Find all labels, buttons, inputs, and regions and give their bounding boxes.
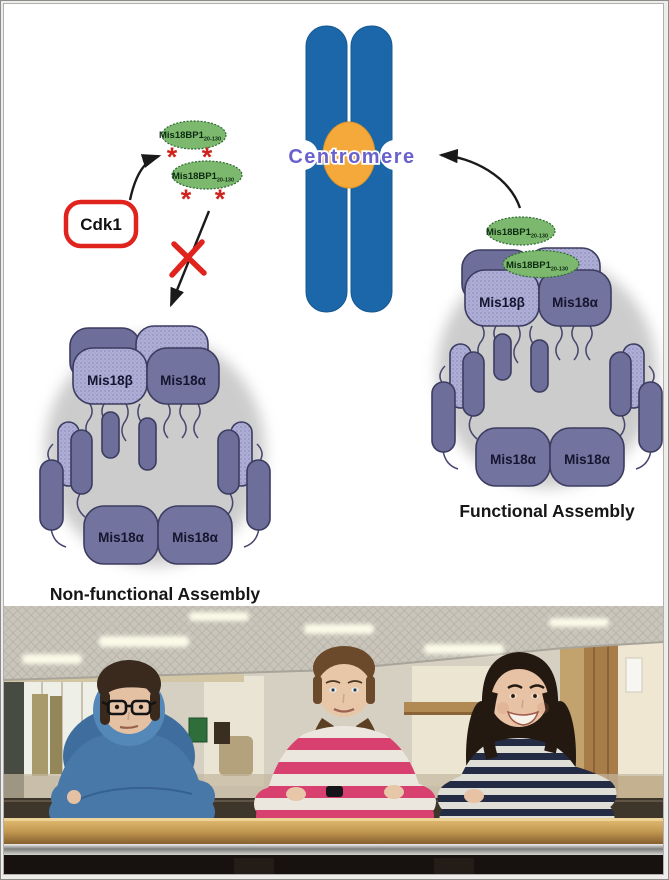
eyes-right [509,693,539,699]
face-right [490,669,548,727]
paper-sign [625,657,643,693]
hair-side-l1 [100,691,110,725]
eye-l2 [138,704,144,710]
eyes-middle [329,687,359,693]
photo-svg [4,606,663,874]
hand-mid-2 [384,785,404,799]
curtain [32,694,48,776]
table-leg-1 [234,858,274,874]
curtain-2 [50,696,62,774]
table-edge-highlight [4,818,663,821]
bound-mis18bp1-label-2: Mis18BP120-130 [506,260,568,273]
nose-left [127,711,130,721]
centromere-notch-left [288,140,318,170]
arm-crease [73,786,193,803]
hair-front-right [489,654,551,702]
nonfunctional-assembly: Mis18β Mis18α Mis18α Mis18α Non-function… [40,326,270,604]
nf-top-right-label: Mis18α [160,373,207,388]
mouth-middle [333,708,355,713]
table-leg-2 [434,858,474,874]
glasses [101,699,157,716]
brows-middle [325,680,363,684]
wood-beam-edge [404,712,514,715]
hair-lock-r1 [481,690,498,760]
phospho-mark-3: * [181,184,192,214]
green-sign [188,717,208,743]
blush-r2 [537,702,549,714]
mis18bp1-oval-2 [171,160,243,190]
hair-part-middle [314,656,374,688]
cdk1-label: Cdk1 [80,215,122,234]
table-front [4,818,663,874]
functional-caption: Functional Assembly [459,501,635,521]
bound-mis18bp1-label-1: Mis18BP120-130 [486,227,548,240]
assembly-diagram: Centromere Cdk1 Mis18BP120-130 Mis18BP12… [4,4,663,606]
hand-mid-1 [286,787,306,801]
table-wood-edge [4,818,663,844]
phospho-mark-1: * [167,142,178,172]
eye-l1 [114,704,120,710]
red-x-block [169,239,207,278]
nonfunctional-structure [40,326,270,566]
person-middle [254,646,436,832]
mis18bp1-label-1: Mis18BP120-130 [159,130,221,143]
f-top-right-label: Mis18α [552,295,599,310]
diagram-svg: Centromere Cdk1 Mis18BP120-130 Mis18BP12… [4,25,663,604]
chrome-rail [4,844,663,855]
smile-right [506,710,540,726]
hair-side-m2 [366,676,375,704]
nose-right [521,699,524,709]
bound-mis18bp1-oval-2 [502,249,580,279]
person-right [437,652,617,835]
ceiling [4,606,663,681]
phospho-mark-4: * [215,184,226,214]
centromere-notch-right [380,140,410,170]
hair-side-m1 [313,676,322,704]
brows-right [507,684,545,690]
blush-r1 [497,702,509,714]
cdk1-phosphorylation-arrow [128,154,162,201]
distant-chair [219,736,253,776]
hair-fringe-left [103,673,157,698]
hand-right [464,789,484,803]
phospho-mis18bp1: Mis18BP120-130 Mis18BP120-130 * * * * [159,120,243,214]
phospho-mark-2: * [202,142,213,172]
functional-structure [432,248,662,488]
chromosome: Centromere [287,25,416,313]
figure-inner: Centromere Cdk1 Mis18BP120-130 Mis18BP12… [3,3,664,875]
mouth-left [119,724,139,729]
ceiling-edge [4,641,663,681]
hand-left [67,790,81,804]
dark-sign [214,722,230,744]
ceiling-grid [4,606,663,680]
cdk1-box [63,199,139,249]
team-photo [4,606,663,874]
f-bottom-left-label: Mis18α [490,452,537,467]
arm-mid-2 [254,776,434,832]
ceiling-lights [22,612,609,664]
f-top-left-label: Mis18β [479,295,525,310]
f-bottom-right-label: Mis18α [564,452,611,467]
bound-mis18bp1-oval-1 [486,216,556,246]
hair-side-l2 [150,691,160,721]
nonfunctional-caption: Non-functional Assembly [50,584,261,604]
hair-lock-r2 [542,690,559,754]
nose-middle [342,693,345,704]
centromere-region [322,121,376,189]
functional-assembly: Mis18BP120-130 Mis18BP120-130 Mis18β Mis… [432,216,662,521]
nf-top-left-label: Mis18β [87,373,133,388]
under-table [4,855,663,874]
nf-bottom-right-label: Mis18α [172,530,219,545]
face-left [103,682,155,734]
recruitment-arrow [438,148,522,209]
wristwatch [326,786,343,797]
cdk1-kinase: Cdk1 [63,199,139,249]
centromere-label: Centromere [288,146,415,168]
face-middle [317,663,371,717]
mis18bp1-oval-1 [161,120,227,150]
nf-bottom-left-label: Mis18α [98,530,145,545]
mis18bp1-label-2: Mis18BP120-130 [172,171,234,184]
person-left [49,660,215,827]
